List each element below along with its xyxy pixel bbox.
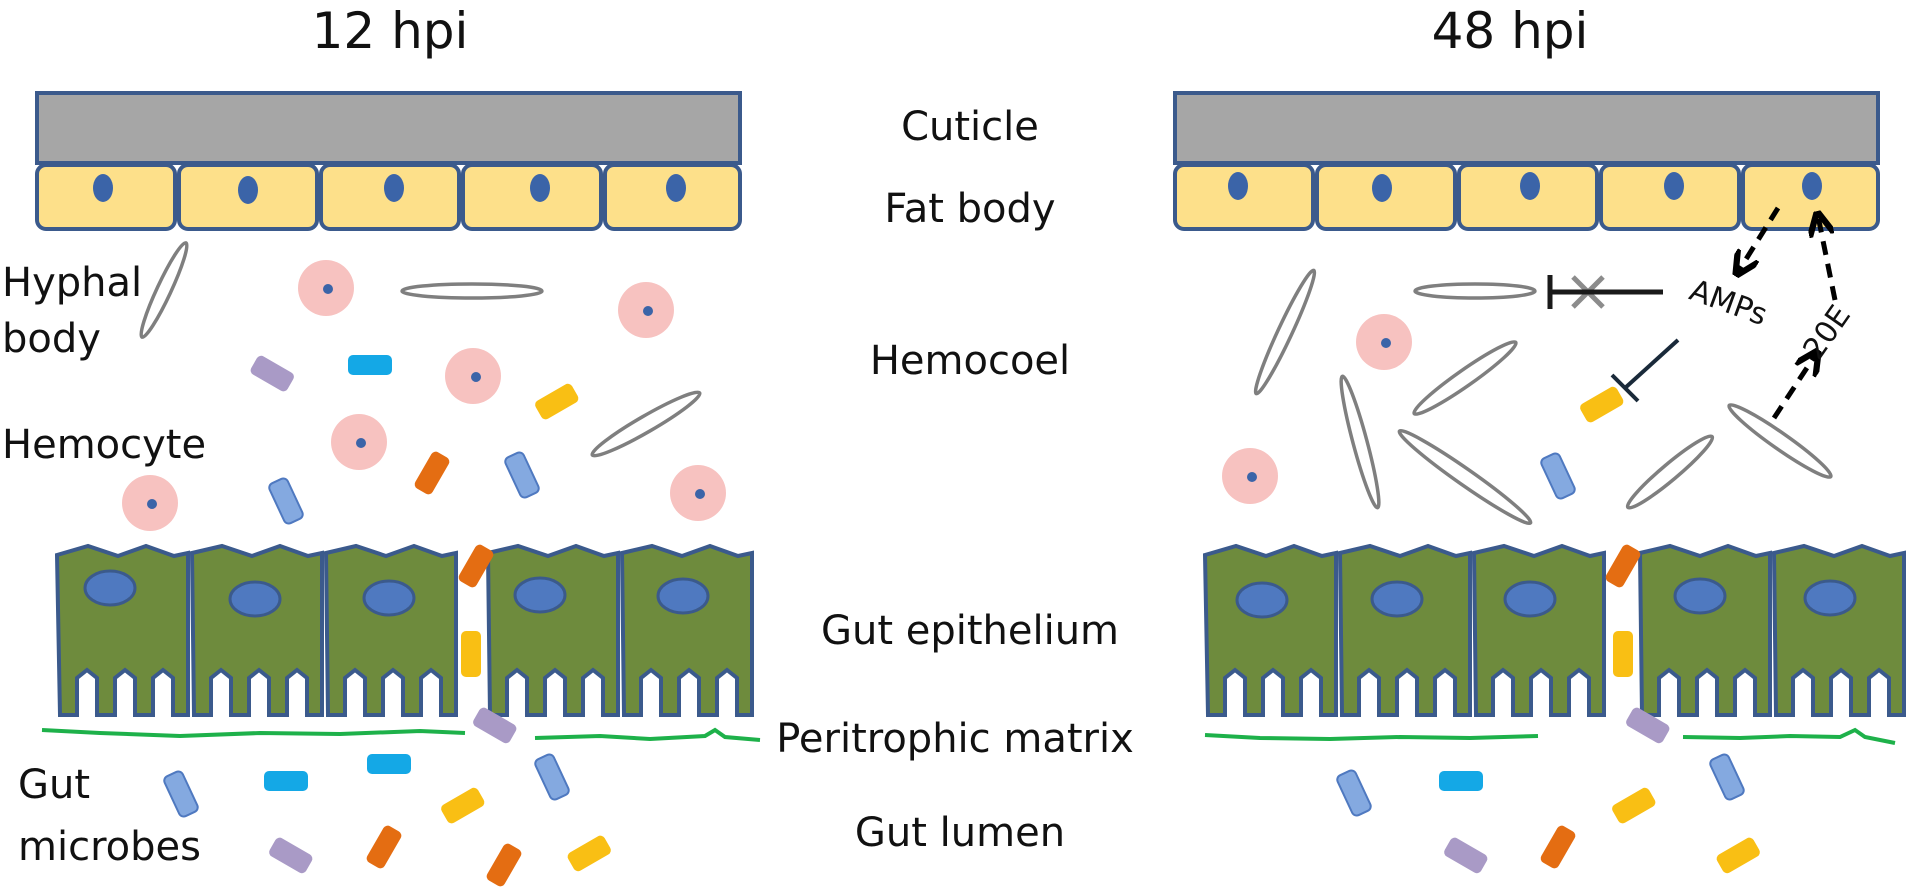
microbe <box>268 477 304 525</box>
label-gut-lumen: Gut lumen <box>855 810 1065 856</box>
gut-cell <box>1771 543 1906 717</box>
hemocytes <box>122 260 1412 531</box>
fat-body-left <box>35 163 742 231</box>
microbe <box>250 355 294 392</box>
microbe <box>163 770 199 818</box>
microbe <box>1716 837 1760 874</box>
microbe <box>458 544 494 588</box>
microbe <box>441 787 485 824</box>
hemocyte <box>298 260 354 316</box>
gut-cell <box>619 543 754 717</box>
gut-epithelium-right <box>1202 543 1906 717</box>
label-hemocyte: Hemocyte <box>2 422 206 468</box>
label-hyphal: Hyphal <box>2 260 142 306</box>
translocating-microbes <box>458 544 1641 677</box>
hemocyte <box>331 414 387 470</box>
hyphal-body <box>1253 268 1317 396</box>
microbe <box>1336 769 1372 817</box>
hemocyte <box>670 465 726 521</box>
hemocyte <box>618 282 674 338</box>
microbe <box>534 753 570 801</box>
hyphal-bodies <box>139 241 1833 526</box>
microbe <box>1580 386 1624 423</box>
microbe <box>366 825 402 869</box>
fat-body-right <box>1173 163 1880 231</box>
gut-epithelium-left <box>54 543 754 717</box>
microbe <box>367 754 411 774</box>
label-amps: AMPs <box>1685 273 1772 333</box>
panel-title-48hpi: 48 hpi <box>1432 2 1589 60</box>
microbe <box>1613 631 1633 677</box>
hyphal-body <box>590 390 702 458</box>
microbe <box>504 451 540 499</box>
label-peritrophic-matrix: Peritrophic matrix <box>776 716 1134 762</box>
hyphal-body <box>1339 374 1381 510</box>
microbe <box>486 843 522 887</box>
microbe <box>567 835 611 872</box>
hyphal-body <box>139 241 189 339</box>
label-body: body <box>2 316 101 362</box>
microbe <box>264 771 308 791</box>
hemocyte <box>1222 448 1278 504</box>
microbe <box>1439 771 1483 791</box>
label-fat-body: Fat body <box>884 186 1055 232</box>
label-microbes: microbes <box>18 824 201 870</box>
cuticle-left <box>35 91 742 165</box>
microbe <box>1709 753 1745 801</box>
microbe <box>1626 707 1670 744</box>
label-cuticle: Cuticle <box>901 104 1039 150</box>
gut-cell <box>323 543 458 717</box>
panel-title-12hpi: 12 hpi <box>312 2 469 60</box>
microbe <box>1605 544 1641 588</box>
microbe <box>535 383 579 420</box>
inhibition-arrow-icon <box>1547 275 1663 309</box>
microbe <box>1612 787 1656 824</box>
cuticle-right <box>1173 91 1880 165</box>
inhibition-arrow-icon <box>1610 338 1680 403</box>
lumen-microbes-left <box>163 707 611 887</box>
gut-cell <box>1202 543 1338 717</box>
gut-cell <box>1637 543 1772 717</box>
microbe <box>348 355 392 375</box>
label-20e: 20E <box>1796 299 1857 366</box>
microbe <box>473 707 517 744</box>
microbe <box>1540 825 1576 869</box>
dashed-arrow-icon <box>1738 206 1838 420</box>
gut-cell <box>1337 543 1472 717</box>
microbe <box>461 631 481 677</box>
lumen-microbes-right <box>1336 707 1760 874</box>
microbe <box>269 837 313 874</box>
hyphal-body <box>1397 428 1533 526</box>
gut-cell <box>485 543 620 717</box>
label-gut: Gut <box>18 762 90 808</box>
gut-cell <box>189 543 324 717</box>
hemocyte <box>1356 314 1412 370</box>
gut-nuclei-left <box>83 569 710 618</box>
gut-cell <box>1471 543 1606 717</box>
hyphal-body <box>1412 340 1518 416</box>
peritrophic-matrix <box>41 727 1896 745</box>
hyphal-body <box>1625 434 1715 510</box>
hemocoel-microbes <box>250 355 1624 525</box>
label-hemocoel: Hemocoel <box>870 338 1070 384</box>
gut-cell <box>54 543 190 717</box>
gut-nuclei-right <box>1235 577 1857 619</box>
hemocyte <box>122 475 178 531</box>
hyphal-body <box>400 282 544 300</box>
hemocyte <box>445 348 501 404</box>
hyphal-body <box>1727 403 1833 479</box>
microbe <box>1540 452 1576 500</box>
label-gut-epithelium: Gut epithelium <box>821 608 1119 654</box>
hyphal-body <box>1413 282 1537 300</box>
microbe <box>414 451 450 495</box>
microbe <box>1444 837 1488 874</box>
